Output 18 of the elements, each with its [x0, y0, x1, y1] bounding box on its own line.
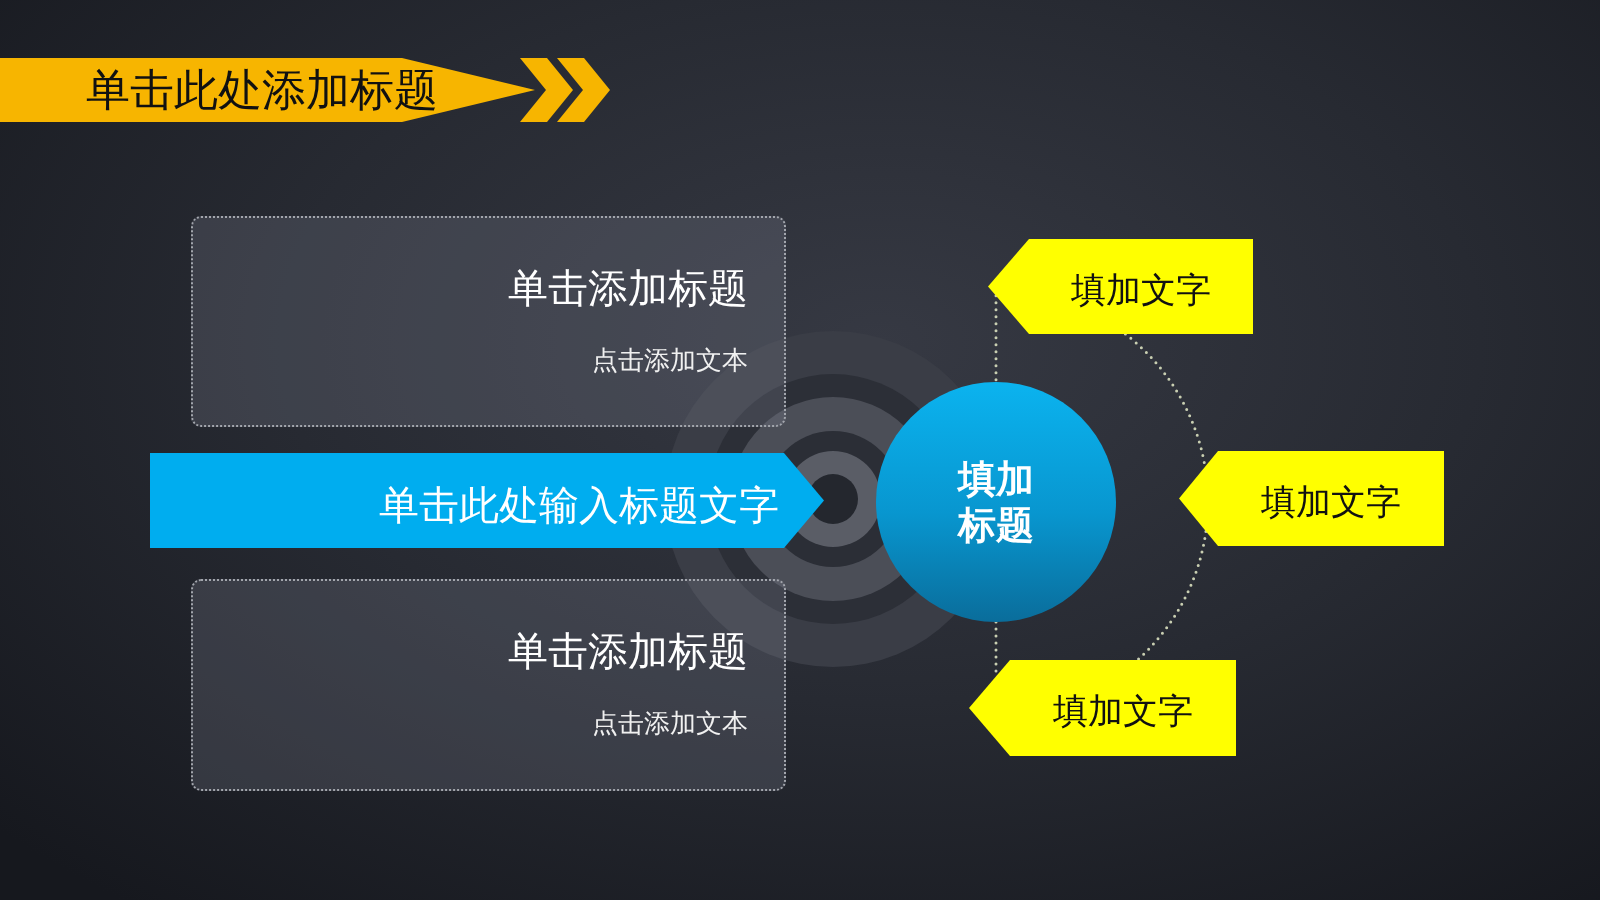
dotted-line — [994, 294, 998, 384]
title-text: 单击此处添加标题 — [86, 64, 438, 116]
arrow-banner — [150, 453, 824, 548]
dotted-line — [1136, 530, 1208, 662]
panel-text: 点击添加文本 — [592, 344, 748, 376]
circle-title: 填加标题 — [956, 457, 1035, 548]
text-panel — [191, 216, 786, 427]
tag-text: 填加文字 — [1071, 268, 1211, 311]
text-panel — [191, 579, 786, 791]
panel-text: 点击添加文本 — [592, 707, 748, 739]
panel-heading: 单击添加标题 — [508, 628, 748, 675]
arrow-tag — [1179, 451, 1444, 546]
arrow-tag — [969, 660, 1236, 756]
panel-heading: 单击添加标题 — [508, 265, 748, 312]
tag-text: 填加文字 — [1053, 690, 1193, 732]
tag-text: 填加文字 — [1261, 480, 1401, 523]
arrow-tag — [988, 239, 1253, 334]
banner-text: 单击此处输入标题文字 — [379, 482, 779, 529]
